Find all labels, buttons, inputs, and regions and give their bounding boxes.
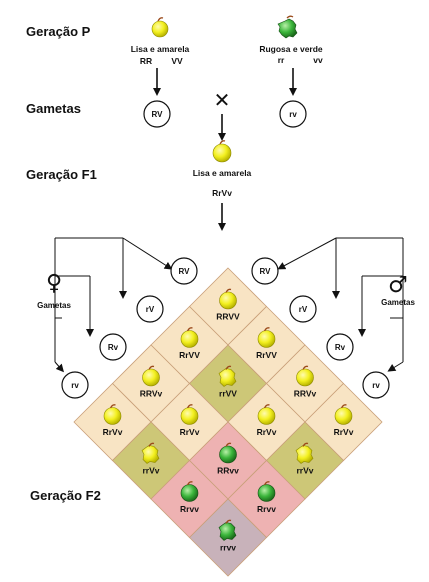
- parent1-gamete-circle: [143, 100, 171, 128]
- female-gamete-circle-label: Rv: [108, 343, 119, 352]
- smooth-yellow-pea-icon: [257, 327, 276, 348]
- male-gamete-circle: Rv: [326, 333, 354, 361]
- parent1-genotype-r: RR: [140, 56, 152, 66]
- parent1-gamete-label: RV: [152, 110, 164, 119]
- male-symbol-icon: ♂: [388, 273, 408, 298]
- smooth-green-pea-icon: [219, 442, 237, 464]
- female-gamete-circle-label: rV: [146, 305, 155, 314]
- f1-pea-icon: [212, 140, 232, 163]
- f1-phenotype: Lisa e amarela: [193, 168, 252, 178]
- gametes-row-label: Gametas: [26, 101, 81, 116]
- female-gamete-circle: rV: [136, 295, 164, 323]
- parent1-genotype-v: VV: [171, 56, 183, 66]
- male-gamete-circle-label: Rv: [335, 343, 346, 352]
- smooth-yellow-pea-icon: [334, 404, 353, 425]
- smooth-yellow-pea-icon: [180, 404, 199, 425]
- punnett-cell-genotype: Rrvv: [180, 504, 199, 514]
- punnett-cell-genotype: RrVV: [256, 350, 277, 360]
- smooth-yellow-pea-icon: [180, 327, 199, 348]
- smooth-yellow-pea-icon: [103, 404, 122, 425]
- female-gamete-circle: RV: [170, 257, 198, 285]
- smooth-yellow-pea-icon: [142, 365, 160, 387]
- parent2-genotype-v: vv: [313, 55, 323, 65]
- punnett-cell-genotype: RRVv: [294, 389, 317, 399]
- punnett-cell-genotype: RrVv: [257, 427, 277, 437]
- female-gamete-circle: Rv: [99, 333, 127, 361]
- parent2-gamete-circle: [279, 100, 307, 128]
- punnett-cell-genotype: RrVv: [103, 427, 123, 437]
- male-gametes-label: Gametas: [381, 298, 415, 307]
- f2-gametes: RV rV Rv rv RV rV Rv rv: [61, 257, 390, 399]
- parent1-pea-icon: [151, 17, 169, 38]
- parent1-phenotype: Lisa e amarela: [131, 44, 190, 54]
- smooth-yellow-pea-icon: [219, 288, 237, 310]
- punnett-cell-genotype: RRvv: [217, 466, 239, 476]
- f1-genotype: RrVv: [212, 188, 232, 198]
- generation-f1-label: Geração F1: [26, 167, 97, 182]
- parent2-genotype-r: rr: [278, 55, 285, 65]
- male-gamete-circle: rv: [362, 371, 390, 399]
- wrinkled-yellow-pea-icon: [141, 442, 160, 464]
- punnett-cell-genotype: RrVv: [180, 427, 200, 437]
- punnett-cell-genotype: RrVv: [334, 427, 354, 437]
- female-gamete-circle-label: rv: [71, 381, 79, 390]
- punnett-cell-genotype: rrVv: [142, 466, 159, 476]
- punnett-cell-genotype: RrVV: [179, 350, 200, 360]
- punnett-cell-genotype: rrVV: [219, 389, 237, 399]
- smooth-green-pea-icon: [180, 481, 199, 502]
- male-gamete-circle: RV: [251, 257, 279, 285]
- smooth-yellow-pea-icon: [296, 365, 314, 387]
- punnett-cell-genotype: rrvv: [220, 543, 236, 553]
- parent2-phenotype: Rugosa e verde: [259, 44, 323, 54]
- generation-p-label: Geração P: [26, 24, 91, 39]
- male-gamete-circle: rV: [289, 295, 317, 323]
- female-gamete-circle: rv: [61, 371, 89, 399]
- wrinkled-green-pea-icon: [218, 519, 237, 541]
- male-gamete-circle-label: RV: [260, 267, 272, 276]
- male-gamete-circle-label: rV: [299, 305, 308, 314]
- punnett-cell-genotype: RRVV: [216, 312, 240, 322]
- smooth-green-pea-icon: [257, 481, 276, 502]
- punnett-cell-genotype: rrVv: [296, 466, 313, 476]
- punnett-cell-genotype: Rrvv: [257, 504, 276, 514]
- parent2-wrinkled-pea-icon: [277, 15, 298, 39]
- punnett-cell-genotype: RRVv: [140, 389, 163, 399]
- wrinkled-yellow-pea-icon: [295, 442, 314, 464]
- smooth-yellow-pea-icon: [257, 404, 276, 425]
- punnett-cell: rrvv: [188, 498, 268, 577]
- cross-symbol: ✕: [214, 88, 231, 112]
- parent2-gamete-label: rv: [289, 110, 297, 119]
- generation-f2-label: Geração F2: [30, 488, 101, 503]
- gamete-connector-lines: [54, 237, 404, 373]
- female-gamete-circle-label: RV: [179, 267, 191, 276]
- female-symbol-icon: ♀: [46, 271, 62, 296]
- wrinkled-yellow-pea-icon: [218, 365, 237, 387]
- female-gametes-label: Gametas: [37, 301, 71, 310]
- male-gamete-circle-label: rv: [372, 381, 380, 390]
